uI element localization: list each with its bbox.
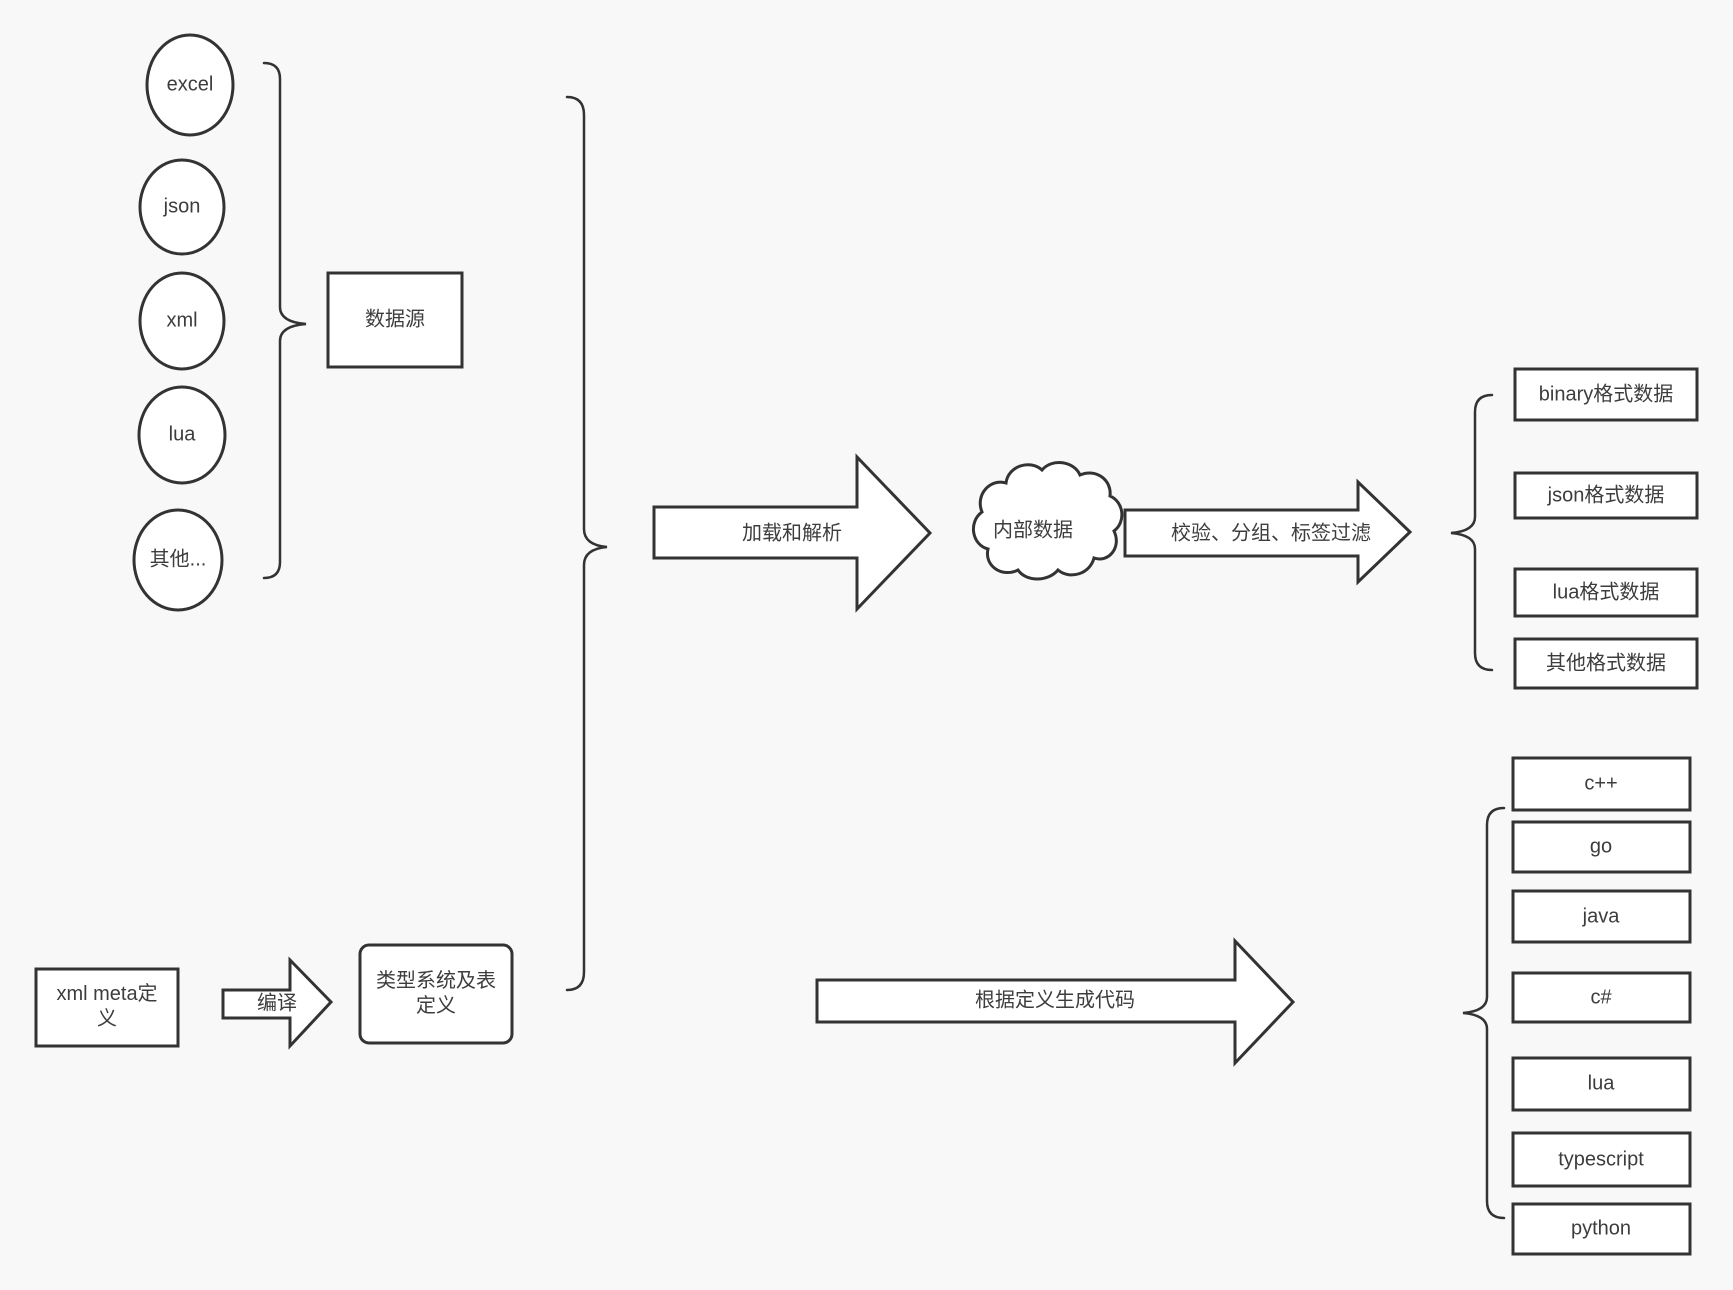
load-parse-arrow-label: 加载和解析 — [742, 522, 842, 545]
type-system-label: 类型系统及表定义 — [376, 970, 496, 1017]
internal-data-label: 内部数据 — [993, 519, 1073, 542]
type-system-box — [358, 943, 514, 1045]
language-box-java — [1511, 889, 1692, 944]
language-box-python — [1511, 1202, 1692, 1256]
language-label-java: java — [1582, 905, 1620, 928]
source-label-json: json — [163, 195, 201, 218]
language-label-cpp: c++ — [1584, 772, 1618, 795]
language-label-typescript: typescript — [1558, 1148, 1644, 1171]
source-node-other — [132, 508, 224, 612]
source-node-json — [138, 158, 226, 256]
load-parse-arrow — [652, 453, 933, 613]
filter-arrow — [1123, 478, 1413, 586]
data-source-box — [326, 271, 464, 369]
language-box-typescript — [1511, 1131, 1692, 1188]
compile-arrow-label: 编译 — [257, 992, 297, 1015]
format-label-other: 其他格式数据 — [1546, 652, 1666, 675]
format-label-lua: lua格式数据 — [1552, 581, 1660, 604]
formats-group-brace — [1450, 393, 1494, 672]
sources-group-brace — [262, 61, 307, 580]
language-box-go — [1511, 820, 1692, 874]
codegen-arrow-label: 根据定义生成代码 — [975, 989, 1135, 1012]
source-label-xml: xml — [166, 309, 198, 332]
language-label-python: python — [1570, 1217, 1632, 1240]
source-node-excel — [145, 33, 235, 137]
format-label-json: json格式数据 — [1547, 484, 1665, 507]
language-box-lua — [1511, 1056, 1692, 1112]
languages-group-brace — [1462, 806, 1506, 1220]
xml-meta-label: xml meta定义 — [56, 983, 158, 1030]
inputs-group-brace — [565, 95, 608, 992]
xml-meta-box — [34, 967, 180, 1048]
codegen-arrow — [815, 937, 1296, 1067]
language-label-go: go — [1589, 835, 1613, 858]
compile-arrow — [221, 956, 334, 1050]
source-node-xml — [138, 271, 226, 371]
format-box-other — [1513, 637, 1699, 690]
format-box-binary — [1513, 367, 1699, 422]
format-box-lua — [1513, 567, 1699, 618]
internal-data-cloud — [972, 461, 1124, 581]
filter-arrow-label: 校验、分组、标签过滤 — [1171, 522, 1371, 545]
language-label-csharp: c# — [1590, 986, 1612, 1009]
language-box-csharp — [1511, 971, 1692, 1024]
format-label-binary: binary格式数据 — [1538, 383, 1674, 406]
language-label-lua: lua — [1587, 1072, 1615, 1095]
data-source-label: 数据源 — [365, 308, 425, 331]
source-node-lua — [137, 385, 227, 485]
language-box-cpp — [1511, 756, 1692, 812]
source-label-excel: excel — [166, 73, 214, 96]
source-label-lua: lua — [168, 423, 196, 446]
format-box-json — [1513, 471, 1699, 520]
source-label-other: 其他... — [149, 548, 207, 571]
